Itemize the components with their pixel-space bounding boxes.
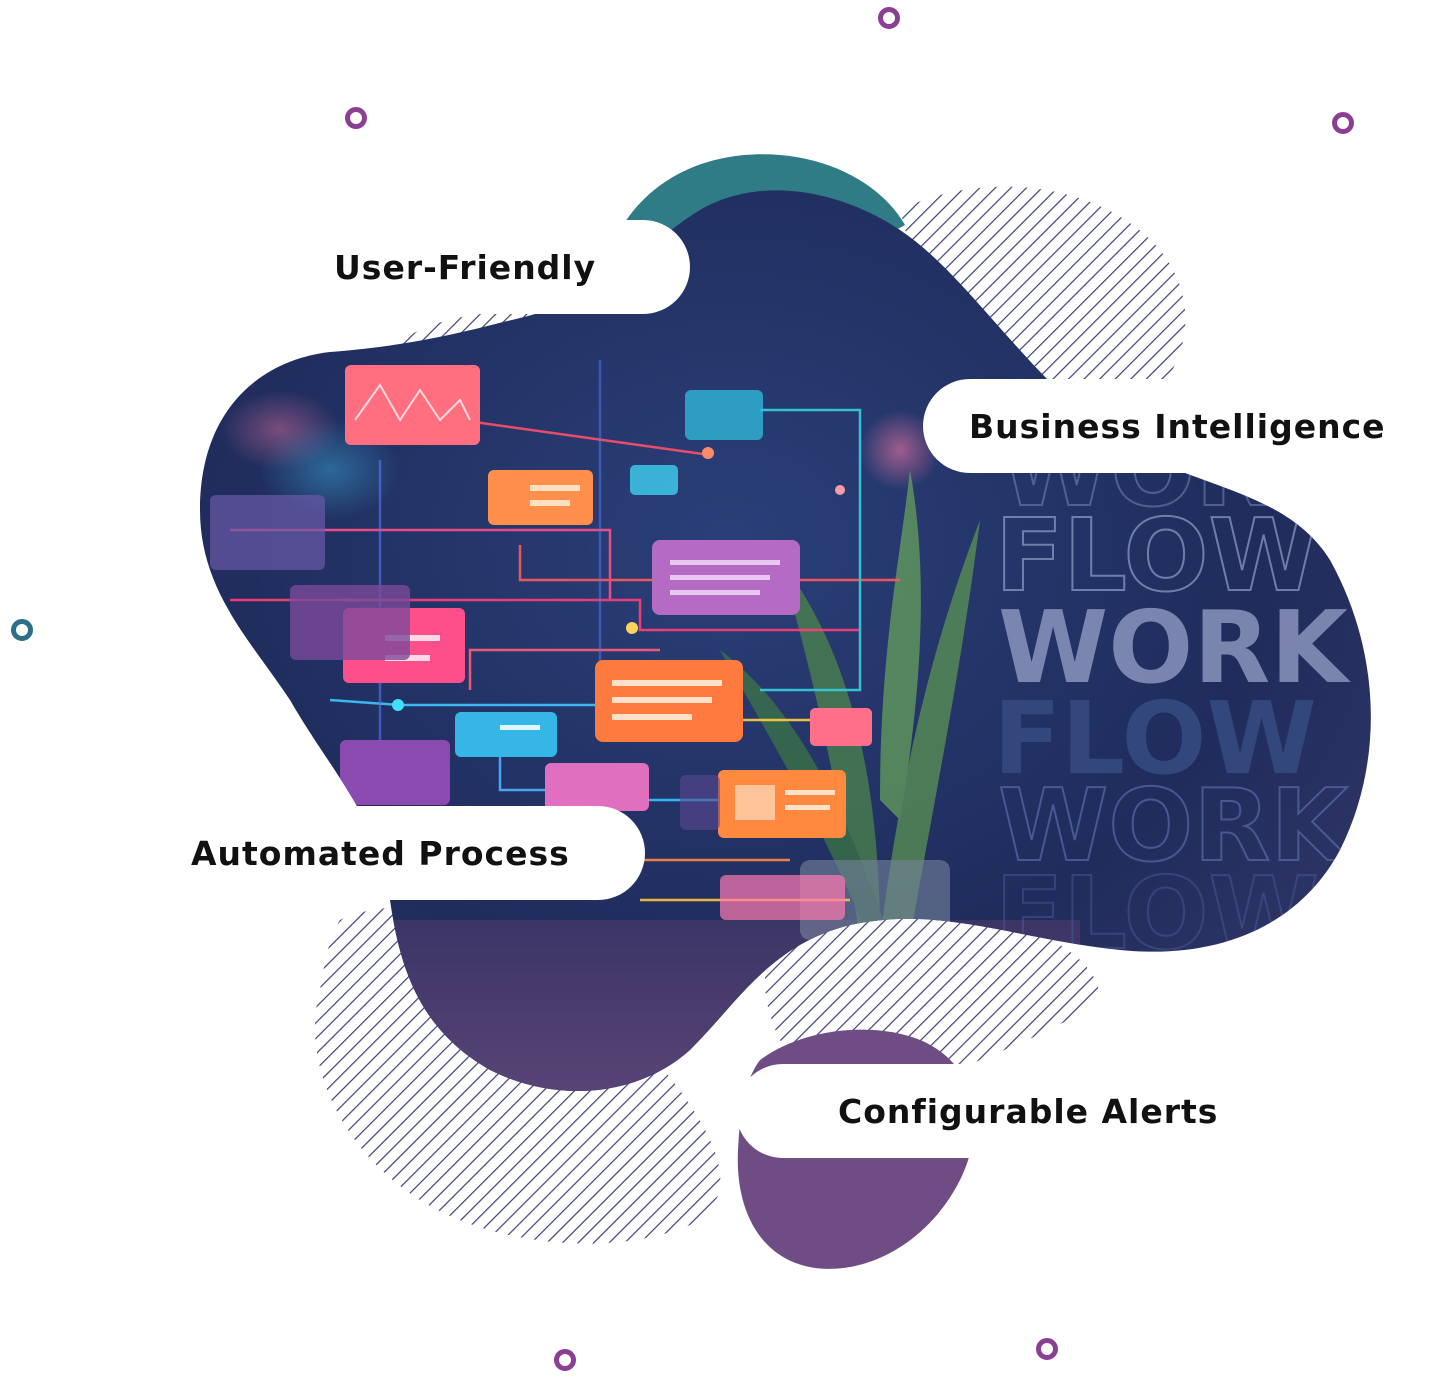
feature-text: Business Intelligence bbox=[969, 406, 1386, 446]
feature-label-user-friendly: User-Friendly bbox=[310, 220, 690, 314]
decorative-ring-icon bbox=[345, 107, 367, 129]
decorative-ring-icon bbox=[1332, 112, 1354, 134]
feature-text: Configurable Alerts bbox=[838, 1091, 1219, 1131]
workflow-typography: WORK FLOW WORK FLOW WORK FLOW bbox=[993, 411, 1354, 973]
decorative-ring-icon bbox=[554, 1349, 576, 1371]
feature-text: Automated Process bbox=[191, 833, 570, 873]
feature-label-configurable-alerts: Configurable Alerts bbox=[736, 1064, 1256, 1158]
word-flow-solid: FLOW bbox=[993, 680, 1317, 797]
decorative-ring-icon bbox=[1036, 1338, 1058, 1360]
decorative-ring-icon bbox=[878, 7, 900, 29]
word-flow-outline: FLOW bbox=[995, 497, 1319, 614]
feature-label-business-intelligence: Business Intelligence bbox=[923, 379, 1441, 473]
feature-text: User-Friendly bbox=[334, 247, 597, 287]
word-work-solid: WORK bbox=[998, 589, 1351, 706]
word-work-outline-bottom: WORK bbox=[998, 767, 1351, 884]
feature-label-automated-process: Automated Process bbox=[160, 806, 645, 900]
decorative-ring-icon bbox=[11, 619, 33, 641]
